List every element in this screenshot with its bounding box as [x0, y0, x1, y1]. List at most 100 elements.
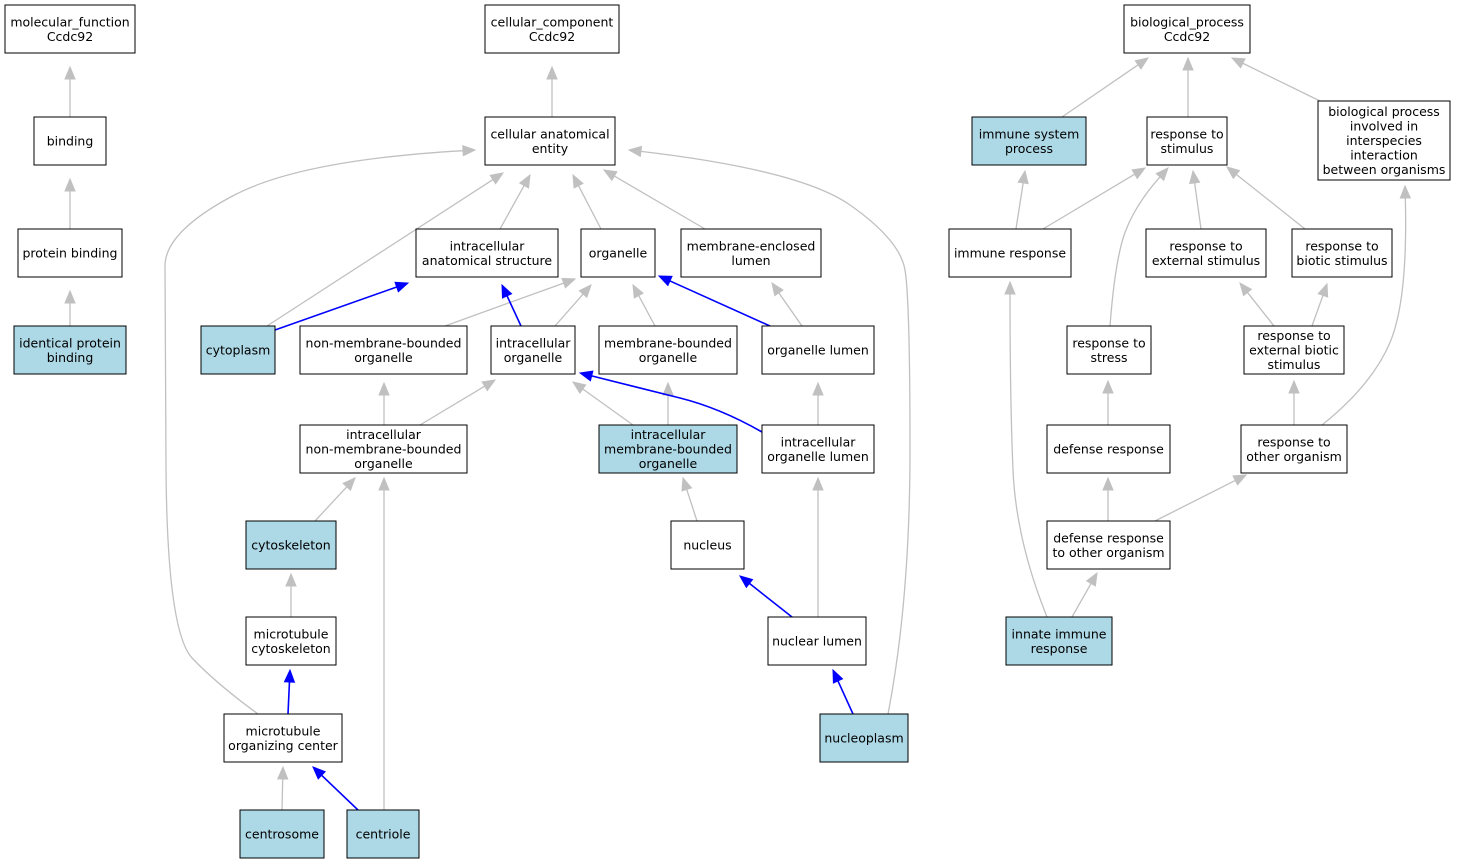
go-term-node-protein_binding[interactable]: protein binding — [17, 228, 123, 278]
go-term-node-defense_response[interactable]: defense response — [1046, 424, 1171, 474]
node-label-line: biotic stimulus — [1296, 253, 1387, 268]
node-box — [223, 713, 343, 763]
go-term-node-nucleoplasm[interactable]: nucleoplasm — [819, 713, 909, 763]
edge-response_to_other_organism-to-bp_interspecies — [1321, 184, 1412, 426]
edge-arrowhead-icon — [1317, 282, 1329, 298]
node-label-line: external biotic — [1249, 343, 1339, 358]
node-label-line: stimulus — [1161, 141, 1214, 156]
node-label-line: response to — [1257, 434, 1330, 449]
edge-line — [638, 295, 656, 327]
node-label-line: involved in — [1350, 119, 1418, 134]
edge-line — [164, 150, 464, 715]
edge-protein_binding-to-binding — [64, 177, 76, 229]
node-box — [1005, 616, 1113, 666]
edge-arrowhead-icon — [1085, 571, 1098, 587]
edge-response_to_external_biotic_stimulus-to-response_to_biotic_stimulus — [1311, 282, 1329, 327]
edge-arrowhead-icon — [812, 476, 824, 491]
edge-arrowhead-icon — [627, 145, 643, 158]
edge-arrowhead-icon — [1232, 474, 1248, 486]
edge-line — [1246, 292, 1275, 327]
node-label-line: non-membrane-bounded — [306, 442, 462, 457]
go-term-node-cytoskeleton[interactable]: cytoskeleton — [245, 520, 337, 570]
edge-arrowhead-icon — [1225, 166, 1241, 180]
edge-arrowhead-icon — [394, 281, 410, 293]
edge-line — [640, 150, 911, 715]
edge-defense_response-to-response_to_stress — [1102, 379, 1114, 425]
go-term-node-intracellular_nmb_organelle[interactable]: intracellularnon-membrane-boundedorganel… — [299, 424, 468, 474]
node-label-line: other organism — [1246, 449, 1342, 464]
edge-intracellular_nmb_organelle-to-intracellular_organelle — [419, 379, 497, 426]
edge-arrowhead-icon — [1182, 56, 1194, 71]
node-label-line: Ccdc92 — [529, 29, 575, 44]
node-label-line: process — [1005, 141, 1053, 156]
edge-line — [1311, 295, 1324, 327]
go-term-node-binding[interactable]: binding — [33, 116, 107, 166]
go-term-node-centriole[interactable]: centriole — [346, 809, 420, 859]
go-term-node-organelle[interactable]: organelle — [580, 228, 656, 278]
node-label-line: innate immune — [1012, 626, 1107, 641]
node-label-line: organelle — [639, 350, 698, 365]
go-term-node-nuclear_lumen[interactable]: nuclear lumen — [767, 616, 867, 666]
edge-binding-to-mf_root — [64, 65, 76, 117]
node-label-line: intracellular — [450, 238, 526, 253]
edge-arrowhead-icon — [64, 289, 76, 304]
node-box — [580, 228, 656, 278]
edge-line — [1321, 197, 1407, 426]
node-label-line: to other organism — [1052, 545, 1164, 560]
edge-arrowhead-icon — [1155, 167, 1169, 182]
edge-line — [444, 282, 564, 327]
edge-nucleoplasm-to-nuclear_lumen — [832, 668, 854, 715]
edge-arrowhead-icon — [1017, 169, 1029, 185]
go-term-node-immune_response[interactable]: immune response — [948, 228, 1072, 278]
node-box — [670, 520, 745, 570]
edge-arrowhead-icon — [662, 381, 674, 396]
go-term-node-centrosome[interactable]: centrosome — [239, 809, 325, 859]
go-term-node-organelle_lumen[interactable]: organelle lumen — [761, 325, 875, 375]
edge-intracellular_organelle_lumen-to-organelle_lumen — [812, 381, 824, 425]
edge-arrowhead-icon — [462, 144, 477, 157]
go-term-node-nucleus[interactable]: nucleus — [670, 520, 745, 570]
edge-arrowhead-icon — [64, 177, 76, 192]
node-label-line: intracellular — [346, 427, 422, 442]
edge-layer — [64, 56, 1412, 811]
edge-line — [837, 680, 854, 715]
edge-arrowhead-icon — [1131, 167, 1147, 180]
edge-immune_response-to-immune_system_process — [1015, 169, 1029, 230]
edge-line — [669, 280, 771, 327]
node-box — [948, 228, 1072, 278]
edge-arrowhead-icon — [632, 283, 644, 299]
node-label-line: lumen — [731, 253, 770, 268]
node-label-line: cellular anatomical — [490, 126, 609, 141]
edge-intracellular_organelle_lumen-to-intracellular_organelle — [578, 370, 763, 433]
node-box — [1240, 424, 1348, 474]
go-term-node-cytoplasm[interactable]: cytoplasm — [200, 325, 276, 375]
node-box — [299, 424, 468, 474]
edge-cellular_anatomical_entity-to-cc_root — [546, 65, 558, 117]
edge-arrowhead-icon — [276, 765, 289, 780]
edge-arrowhead-icon — [657, 275, 673, 287]
